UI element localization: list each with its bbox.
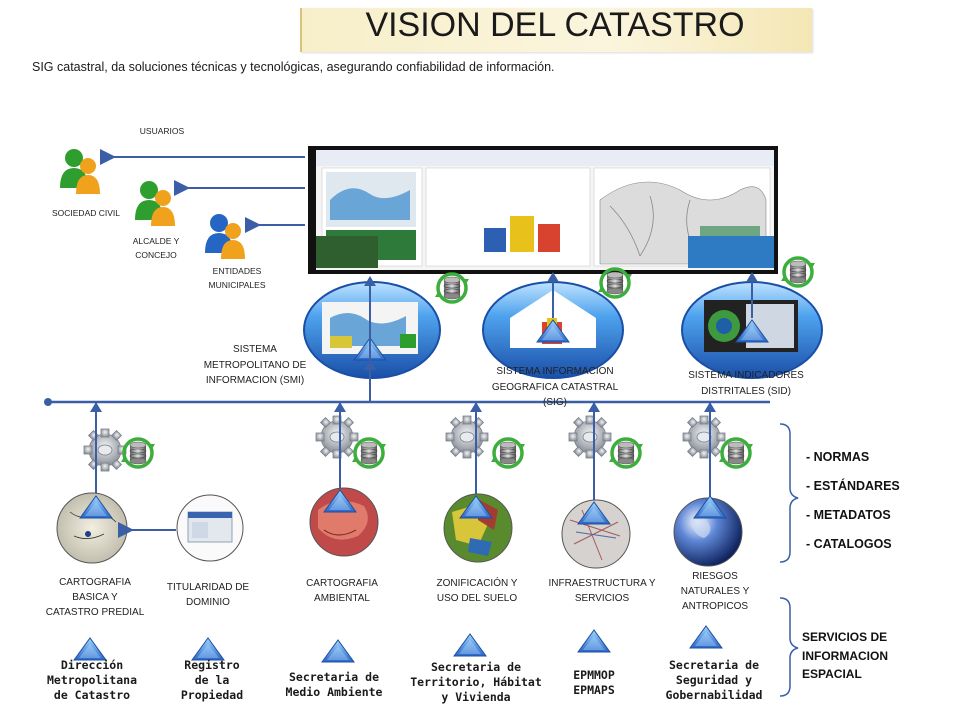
system-sphere-sid xyxy=(681,281,823,379)
module-label-3: CARTOGRAFIA AMBIENTAL xyxy=(306,578,378,604)
standard-item: - METADATOS xyxy=(806,508,891,522)
system-label-sid: SISTEMA INDICADORES DISTRITALES (SID) xyxy=(688,370,804,397)
title-banner xyxy=(300,8,812,52)
standards-list: - NORMAS - ESTÁNDARES - METADATOS - CATA… xyxy=(806,450,946,566)
entity-label-1: Dirección Metropolitana de Catastro xyxy=(46,658,137,702)
user-label-sociedad: SOCIEDAD CIVIL xyxy=(51,208,121,218)
user-icon-sociedad xyxy=(60,149,100,194)
entity-label-6: Secretaria de Seguridad y Gobernabilidad xyxy=(665,658,763,702)
entity-label-3: Secretaria de Medio Ambiente xyxy=(285,670,383,699)
database-icon-3 xyxy=(350,437,388,469)
gear-icon-5 xyxy=(568,415,612,459)
module-zonificacion xyxy=(443,493,513,563)
entity-icon-2 xyxy=(191,637,225,661)
entity-icon-3 xyxy=(321,639,355,663)
entity-label-4: Secretaria de Territorio, Hábitat y Vivi… xyxy=(410,660,542,704)
module-label-1: CARTOGRAFIA BASICA Y CATASTRO PREDIAL xyxy=(45,577,145,618)
system-screenshot xyxy=(308,146,778,274)
module-label-4: ZONIFICACIÓN Y USO DEL SUELO xyxy=(436,578,518,604)
page-title: VISION DEL CATASTRO xyxy=(365,6,745,44)
users-heading: USUARIOS xyxy=(139,126,185,136)
module-titularidad xyxy=(176,494,244,562)
brace-services xyxy=(779,597,799,697)
standard-item: - CATALOGOS xyxy=(806,537,892,551)
services-label: SERVICIOS DE INFORMACION ESPACIAL xyxy=(802,630,888,682)
brace-standards xyxy=(779,423,799,563)
database-icon-sid xyxy=(779,256,817,288)
system-label-sig: SISTEMA INFORMACION GEOGRAFICA CATASTRAL… xyxy=(491,366,619,408)
user-label-alcalde: ALCALDE Y CONCEJO xyxy=(132,236,180,261)
entity-icon-1 xyxy=(73,637,107,661)
entity-label-5: EPMMOP EPMAPS xyxy=(573,668,615,697)
user-icon-alcalde xyxy=(135,181,175,226)
gear-icon-4 xyxy=(445,415,489,459)
gear-icon-6 xyxy=(682,415,726,459)
database-icon-sig-2 xyxy=(596,267,634,299)
entity-icon-5 xyxy=(577,629,611,653)
user-icon-entidades xyxy=(205,214,245,259)
standard-item: - ESTÁNDARES xyxy=(806,479,900,493)
module-label-5: INFRAESTRUCTURA Y SERVICIOS xyxy=(548,578,656,604)
module-infraestructura xyxy=(561,499,631,569)
module-label-2: TITULARIDAD DE DOMINIO xyxy=(166,582,250,608)
gear-icon-3 xyxy=(315,415,359,459)
user-label-entidades: ENTIDADES MUNICIPALES xyxy=(208,266,266,291)
subtitle: SIG catastral, da soluciones técnicas y … xyxy=(32,60,555,74)
database-icon-4 xyxy=(489,437,527,469)
database-icon-6 xyxy=(717,437,755,469)
module-label-6: RIESGOS NATURALES Y ANTROPICOS xyxy=(680,571,750,612)
entity-icon-4 xyxy=(453,633,487,657)
database-icon-sig xyxy=(433,272,471,304)
entity-label-2: Registro de la Propiedad xyxy=(180,658,244,702)
system-label-smi: SISTEMA METROPOLITANO DE INFORMACION (SM… xyxy=(203,344,307,386)
gear-icon-1 xyxy=(83,428,127,472)
database-icon-5 xyxy=(607,437,645,469)
entity-icon-6 xyxy=(689,625,723,649)
standard-item: - NORMAS xyxy=(806,450,870,464)
